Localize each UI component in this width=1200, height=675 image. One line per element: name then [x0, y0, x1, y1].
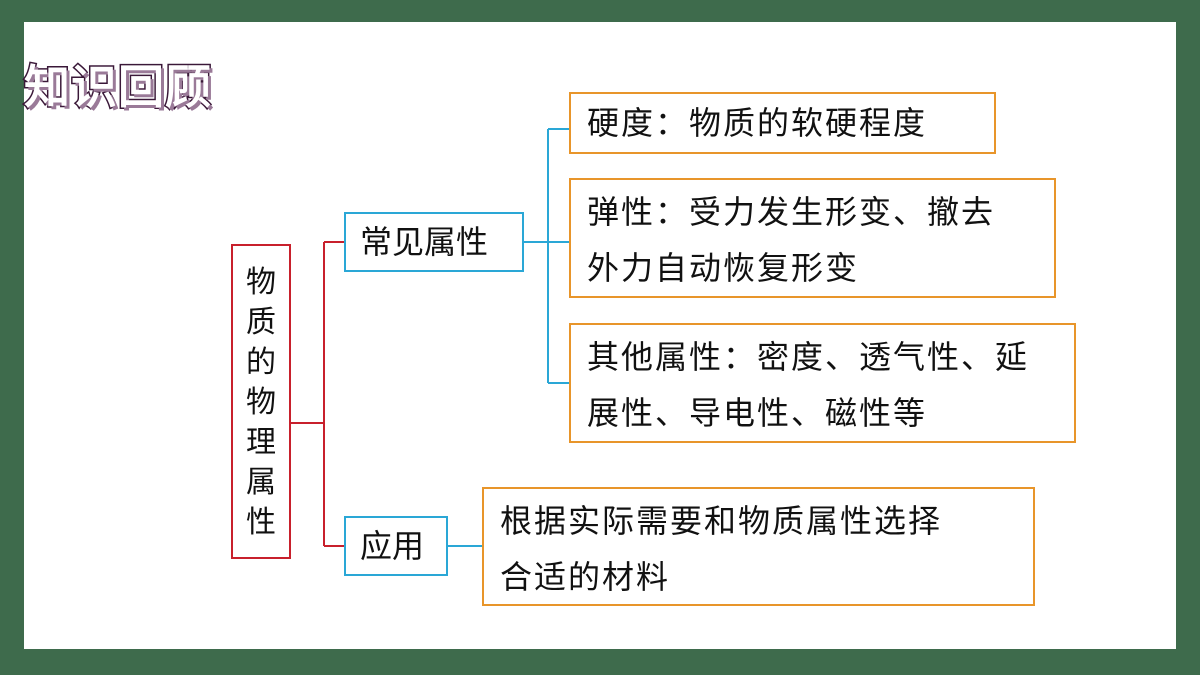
leaf-elasticity: 弹性：受力发生形变、撤去 外力自动恢复形变: [569, 178, 1056, 298]
category-application: 应用: [344, 516, 448, 576]
leaf-application: 根据实际需要和物质属性选择 合适的材料: [482, 487, 1035, 606]
leaf-line: 其他属性：密度、透气性、延: [587, 338, 1030, 376]
leaf-line: 展性、导电性、磁性等: [587, 394, 928, 432]
root-char: 物: [246, 265, 276, 300]
slide-title: 知识回顾: [23, 60, 213, 114]
root-char: 理: [246, 425, 276, 460]
root-char: 的: [246, 345, 276, 380]
leaf-line: 合适的材料: [500, 558, 671, 596]
root-node: 物 质 的 物 理 属 性: [231, 244, 291, 559]
root-char: 性: [246, 505, 276, 540]
leaf-line: 根据实际需要和物质属性选择: [500, 502, 943, 540]
leaf-line: 外力自动恢复形变: [587, 249, 860, 287]
category-common-properties: 常见属性: [344, 212, 524, 272]
leaf-other-properties: 其他属性：密度、透气性、延 展性、导电性、磁性等: [569, 323, 1076, 443]
root-char: 属: [246, 465, 276, 500]
leaf-line: 硬度：物质的软硬程度: [587, 104, 928, 142]
root-char: 物: [246, 385, 276, 420]
leaf-line: 弹性：受力发生形变、撤去: [587, 193, 996, 231]
root-char: 质: [246, 305, 276, 340]
leaf-hardness: 硬度：物质的软硬程度: [569, 92, 996, 154]
